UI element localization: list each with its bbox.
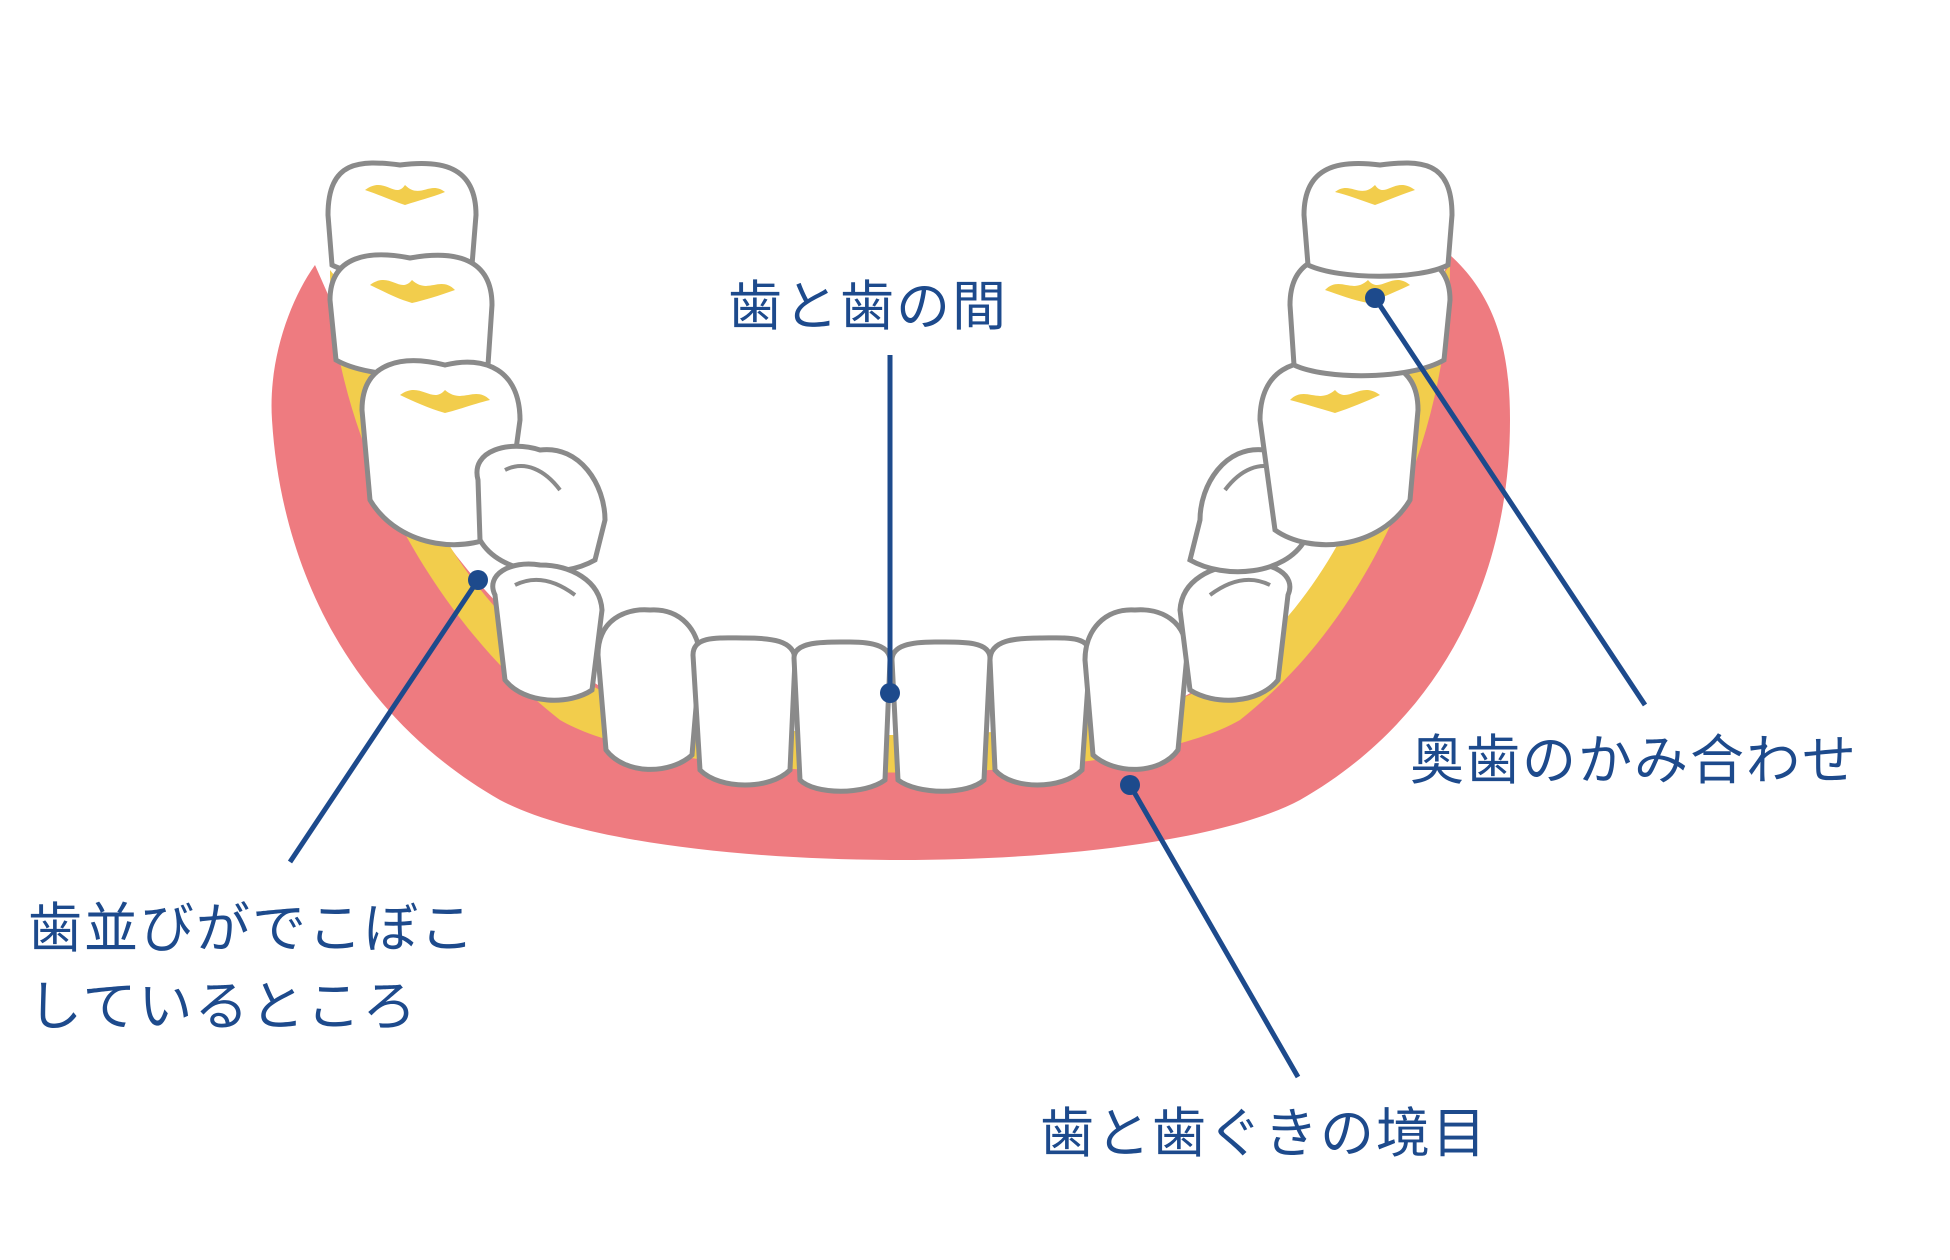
left-premolar-1 [493,564,602,700]
label-uneven-alignment-line-1: 歯並びがでこぼこ [28,890,476,968]
right-lateral-incisor [990,638,1090,785]
label-uneven-alignment-line-2: しているところ [28,968,476,1046]
left-molar-2 [330,255,492,376]
label-uneven-alignment: 歯並びがでこぼこ しているところ [28,890,476,1046]
right-premolar-1 [1180,564,1290,700]
right-central-incisor [892,642,990,791]
label-gumline-text: 歯と歯ぐきの境目 [1040,1095,1488,1173]
left-lateral-incisor [693,638,795,785]
label-gumline: 歯と歯ぐきの境目 [1040,1095,1488,1173]
label-molar-bite-text: 奥歯のかみ合わせ [1410,722,1858,800]
label-molar-bite: 奥歯のかみ合わせ [1410,722,1858,800]
label-between-teeth-text: 歯と歯の間 [728,268,1008,346]
label-between-teeth: 歯と歯の間 [728,268,1008,346]
right-molar-3 [1304,163,1452,276]
right-canine [1085,610,1187,770]
left-central-incisor [794,642,890,791]
left-canine [598,610,700,770]
right-molar-1 [1260,361,1418,545]
left-premolar-2 [477,446,605,571]
